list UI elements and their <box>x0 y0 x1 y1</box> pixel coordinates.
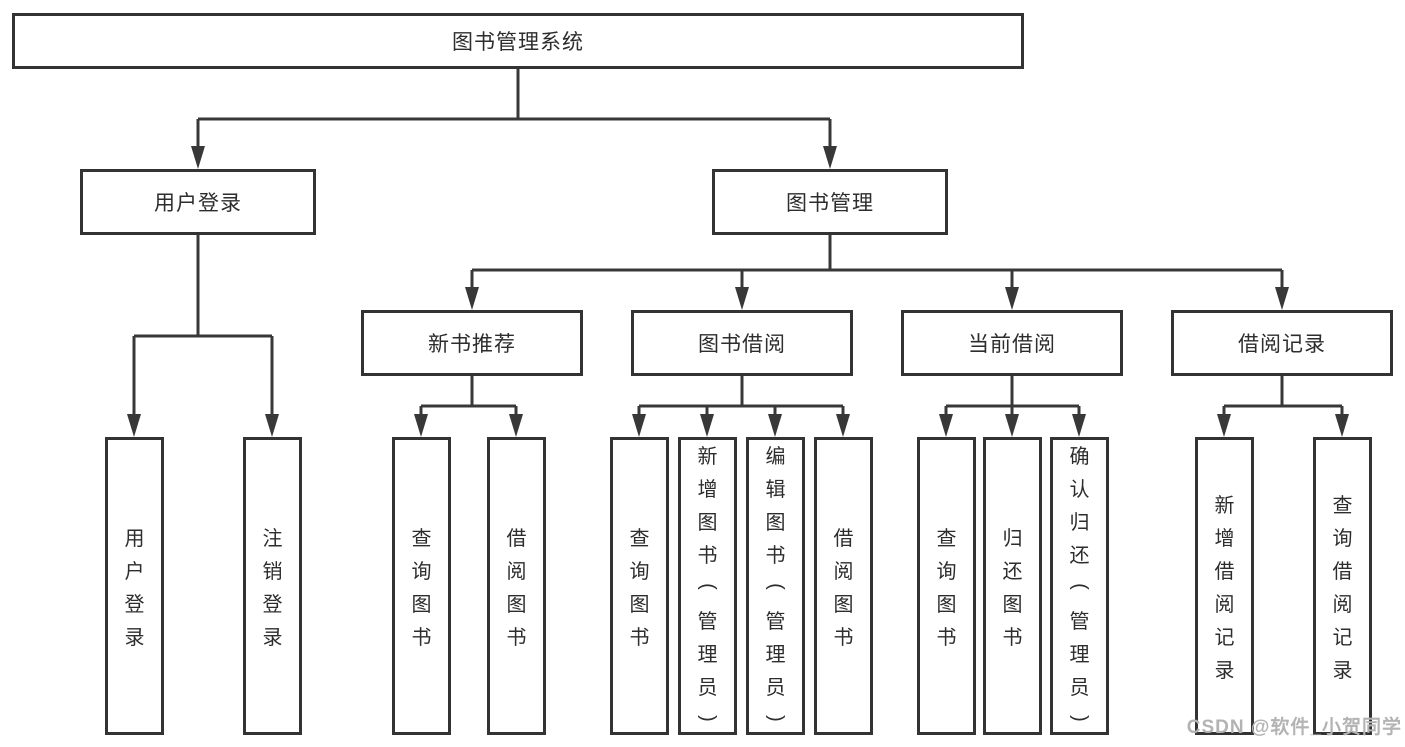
node-leaf-logout: 注销登录 <box>243 437 302 735</box>
connector-current-borrow-to-leaves <box>939 376 1086 437</box>
node-book-management: 图书管理 <box>712 169 948 235</box>
connector-book-management-to-level3 <box>465 235 1289 310</box>
connector-borrow-records-to-leaves <box>1217 376 1349 437</box>
connector-book-borrow-to-leaves <box>632 376 850 437</box>
node-leaf-user-login: 用户登录 <box>105 437 164 735</box>
node-book-borrow: 图书借阅 <box>631 310 853 376</box>
node-leaf-query-books-borrow: 查询图书 <box>610 437 669 735</box>
connector-user-login-to-leaves <box>127 235 279 437</box>
node-leaf-borrow-books-borrow: 借阅图书 <box>814 437 873 735</box>
node-leaf-borrow-books-recommend: 借阅图书 <box>487 437 546 735</box>
node-leaf-query-borrow-record: 查询借阅记录 <box>1313 437 1372 735</box>
node-leaf-edit-book-admin: 编辑图书(管理员) <box>746 437 805 735</box>
node-user-login: 用户登录 <box>80 169 316 235</box>
node-new-book-recommend: 新书推荐 <box>361 310 583 376</box>
node-leaf-return-books: 归还图书 <box>983 437 1042 735</box>
node-leaf-add-book-admin: 新增图书(管理员) <box>678 437 737 735</box>
connector-root-to-level2 <box>191 69 837 169</box>
node-current-borrow: 当前借阅 <box>901 310 1123 376</box>
node-borrow-records: 借阅记录 <box>1171 310 1393 376</box>
node-leaf-add-borrow-record: 新增借阅记录 <box>1195 437 1254 735</box>
connector-new-book-recommend-to-leaves <box>414 376 523 437</box>
node-leaf-confirm-return-admin: 确认归还(管理员) <box>1050 437 1109 735</box>
node-library-management-system: 图书管理系统 <box>12 13 1024 69</box>
csdn-watermark: CSDN @软件_小贺同学 <box>1186 717 1402 738</box>
node-leaf-query-books-current: 查询图书 <box>917 437 976 735</box>
node-leaf-query-books-recommend: 查询图书 <box>392 437 451 735</box>
